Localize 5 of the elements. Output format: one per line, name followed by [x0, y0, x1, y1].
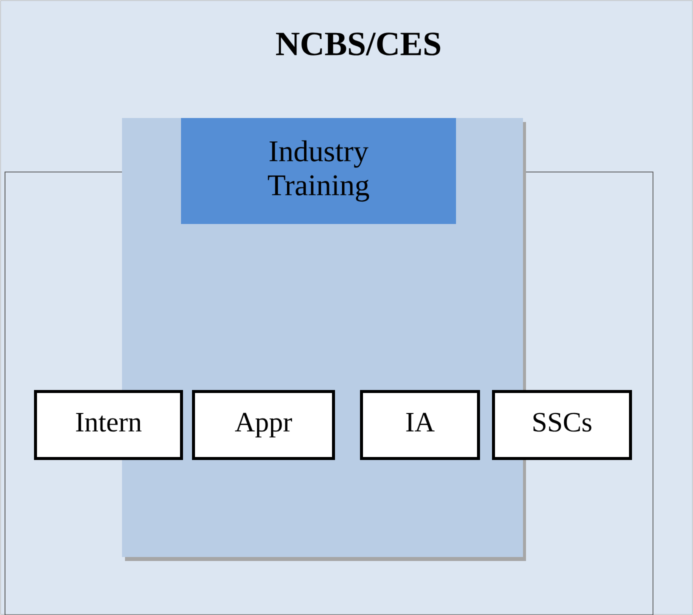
label-box: Appr	[192, 390, 335, 460]
label-box: SSCs	[492, 390, 632, 460]
header-box: Industry Training	[181, 118, 456, 224]
label-box: Intern	[34, 390, 183, 460]
label-box: IA	[360, 390, 480, 460]
